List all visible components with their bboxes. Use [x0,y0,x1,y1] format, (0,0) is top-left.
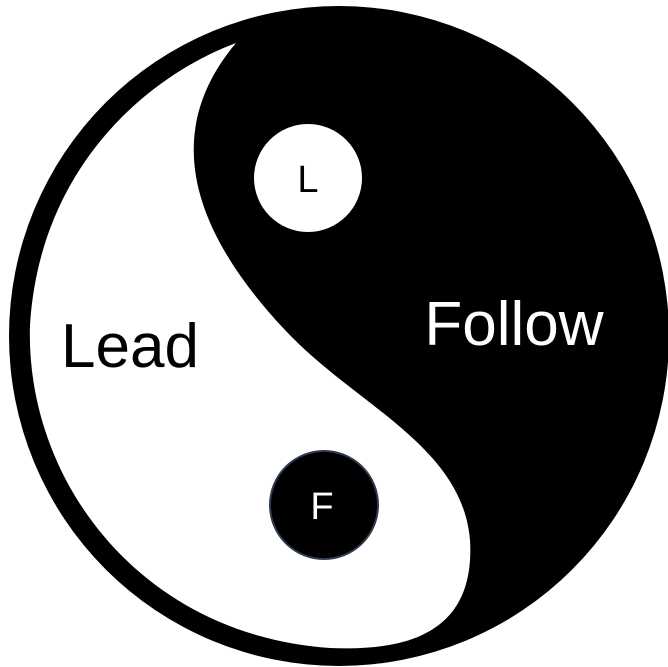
follow-label: Follow [424,290,603,359]
lead-dot [254,124,362,232]
lead-dot-label: L [297,159,318,201]
lead-label: Lead [61,312,199,381]
follow-dot [269,450,379,560]
follow-dot-label: F [310,486,333,528]
